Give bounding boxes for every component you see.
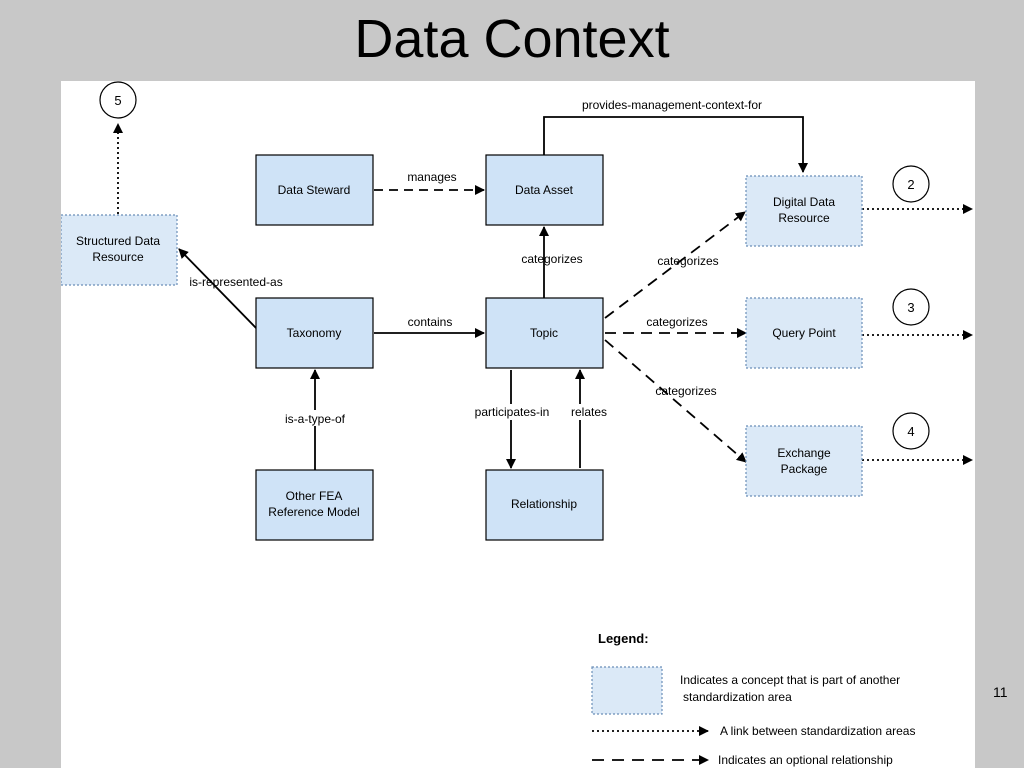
edge-label-relates: relates	[571, 405, 607, 419]
node-taxonomy: Taxonomy	[255, 297, 374, 369]
edge-label-categorizes-query: categorizes	[646, 315, 707, 329]
circle-3: 3	[892, 288, 930, 326]
edge-label-contains: contains	[408, 315, 453, 329]
legend-title: Legend:	[598, 631, 649, 646]
circle-5: 5	[99, 81, 137, 119]
node-digital-data-resource: Digital Data Resource	[745, 175, 863, 247]
svg-text:Relationship: Relationship	[511, 497, 577, 511]
edge-categorizes-exchange	[604, 339, 747, 463]
svg-text:Exchange: Exchange	[777, 446, 831, 460]
svg-text:5: 5	[114, 93, 121, 108]
edge-label-provides: provides-management-context-for	[582, 98, 762, 112]
circle-2: 2	[892, 165, 930, 203]
edge-categorizes-digital	[604, 211, 746, 319]
svg-text:Resource: Resource	[92, 250, 144, 264]
node-structured-data-resource: Structured Data Resource	[61, 214, 178, 286]
page-number: 11	[993, 684, 1008, 700]
diagram-canvas: provides-management-context-for manages …	[61, 81, 975, 768]
svg-text:3: 3	[907, 300, 914, 315]
edge-label-categorizes-digital: categorizes	[657, 254, 718, 268]
legend-concept-text-1: Indicates a concept that is part of anot…	[680, 673, 900, 687]
svg-text:Other FEA: Other FEA	[286, 489, 343, 503]
svg-text:4: 4	[907, 424, 914, 439]
node-query-point: Query Point	[745, 297, 863, 369]
svg-text:Data Asset: Data Asset	[515, 183, 574, 197]
svg-text:Resource: Resource	[778, 211, 830, 225]
legend: Legend: Indicates a concept that is part…	[591, 631, 915, 767]
slide-title: Data Context	[354, 9, 670, 69]
edge-label-is-represented-as: is-represented-as	[189, 275, 282, 289]
node-other-fea: Other FEA Reference Model	[255, 469, 374, 541]
svg-text:Topic: Topic	[530, 326, 558, 340]
edge-provides-management	[543, 116, 808, 173]
legend-concept-swatch	[591, 666, 663, 715]
edge-label-categorizes-asset: categorizes	[521, 252, 582, 266]
edge-label-participates-in: participates-in	[475, 405, 550, 419]
svg-text:Reference Model: Reference Model	[268, 505, 359, 519]
legend-link-text: A link between standardization areas	[720, 724, 915, 738]
edge-is-represented-as	[178, 248, 259, 331]
node-topic: Topic	[485, 297, 604, 369]
node-exchange-package: Exchange Package	[745, 425, 863, 497]
edge-label-categorizes-exchange: categorizes	[655, 384, 716, 398]
svg-text:Package: Package	[781, 462, 828, 476]
svg-text:Query Point: Query Point	[772, 326, 836, 340]
legend-optional-text: Indicates an optional relationship	[718, 753, 893, 767]
svg-text:Taxonomy: Taxonomy	[287, 326, 342, 340]
node-data-steward: Data Steward	[255, 154, 374, 226]
edge-label-is-a-type-of: is-a-type-of	[285, 412, 346, 426]
circle-4: 4	[892, 412, 930, 450]
node-relationship: Relationship	[485, 469, 604, 541]
svg-text:2: 2	[907, 177, 914, 192]
svg-text:Digital Data: Digital Data	[773, 195, 835, 209]
edge-label-manages: manages	[407, 170, 456, 184]
svg-text:Structured Data: Structured Data	[76, 234, 160, 248]
node-data-asset: Data Asset	[485, 154, 604, 226]
svg-text:Data Steward: Data Steward	[278, 183, 351, 197]
legend-concept-text-2: standardization area	[683, 690, 792, 704]
